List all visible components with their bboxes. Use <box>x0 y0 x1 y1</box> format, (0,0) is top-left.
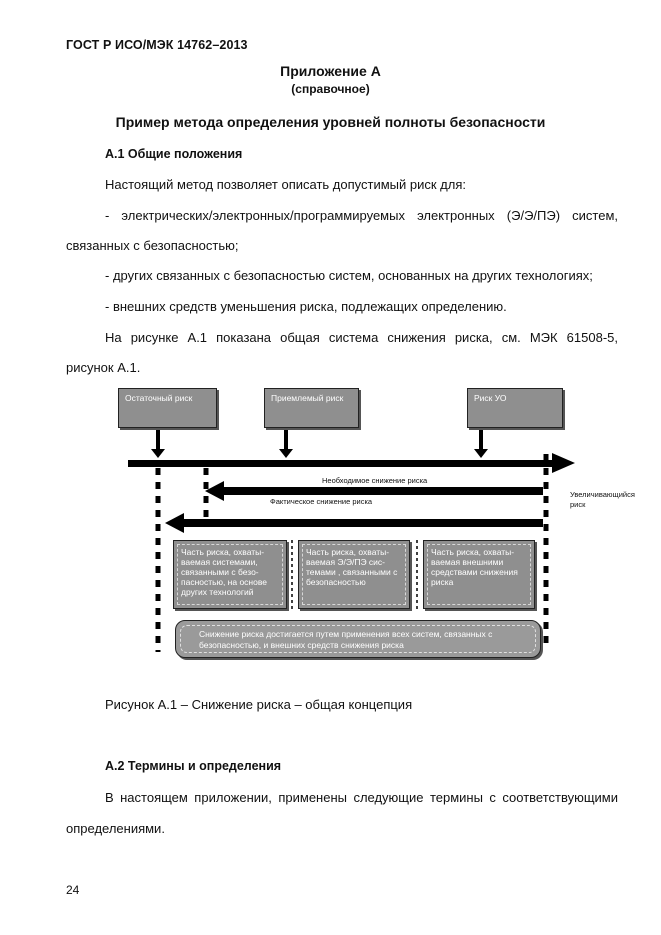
eepe-systems-text: Часть риска, охваты-ваемая Э/Э/ПЭ сис-те… <box>302 544 406 605</box>
external-means-box: Часть риска, охваты-ваемая внешними сред… <box>423 540 535 609</box>
overall-reduction-line2: безопасностью, и внешних средств снижени… <box>199 640 404 650</box>
eut-risk-box: Риск УО <box>467 388 563 428</box>
page-number: 24 <box>66 883 80 897</box>
section-a1-intro: Настоящий метод позволяет описать допуст… <box>105 177 466 192</box>
increasing-risk-label-2: риск <box>570 500 586 509</box>
list-item-1-line1: - электрических/электронных/программируе… <box>105 208 618 223</box>
section-a1-title: А.1 Общие положения <box>105 147 243 161</box>
residual-risk-box: Остаточный риск <box>118 388 217 428</box>
appendix-title: Приложение А <box>280 63 381 79</box>
section-a2-title: А.2 Термины и определения <box>105 759 282 773</box>
actual-reduction-arrow <box>182 519 543 527</box>
actual-reduction-label: Фактическое снижение риска <box>270 497 373 506</box>
overall-reduction-box: Снижение риска достигается путем примене… <box>175 620 541 658</box>
appendix-subtitle: (справочное) <box>291 82 370 96</box>
required-reduction-arrow <box>222 487 543 495</box>
section-a2-text-line1: В настоящем приложении, применены следую… <box>105 790 618 805</box>
acceptable-risk-box: Приемлемый риск <box>264 388 359 428</box>
figure-reference-line1: На рисунке А.1 показана общая система сн… <box>105 330 618 345</box>
document-header: ГОСТ Р ИСО/МЭК 14762–2013 <box>66 38 248 52</box>
acceptable-risk-label: Приемлемый риск <box>271 393 344 403</box>
section-a2-text-line2: определениями. <box>66 821 165 836</box>
main-heading: Пример метода определения уровней полнот… <box>115 114 546 130</box>
other-tech-systems-box: Часть риска, охваты-ваемая системами, св… <box>173 540 287 609</box>
increasing-risk-label-1: Увеличивающийся <box>570 490 635 499</box>
figure-caption: Рисунок А.1 – Снижение риска – общая кон… <box>105 697 413 712</box>
other-tech-systems-text: Часть риска, охваты-ваемая системами, св… <box>177 544 283 605</box>
increasing-risk-axis <box>128 460 556 467</box>
overall-reduction-line1: Снижение риска достигается путем примене… <box>199 629 493 639</box>
list-item-3: - внешних средств уменьшения риска, подл… <box>105 299 507 314</box>
eut-risk-label: Риск УО <box>474 393 507 403</box>
list-item-1-line2: связанных с безопасностью; <box>66 238 239 253</box>
residual-risk-label: Остаточный риск <box>125 393 193 403</box>
figure-reference-line2: рисунок А.1. <box>66 360 141 375</box>
external-means-text: Часть риска, охваты-ваемая внешними сред… <box>427 544 531 605</box>
list-item-2: - других связанных с безопасностью систе… <box>105 268 593 283</box>
axis-arrowhead <box>552 453 575 473</box>
required-reduction-label: Необходимое снижение риска <box>322 476 428 485</box>
eepe-systems-box: Часть риска, охваты-ваемая Э/Э/ПЭ сис-те… <box>298 540 410 609</box>
